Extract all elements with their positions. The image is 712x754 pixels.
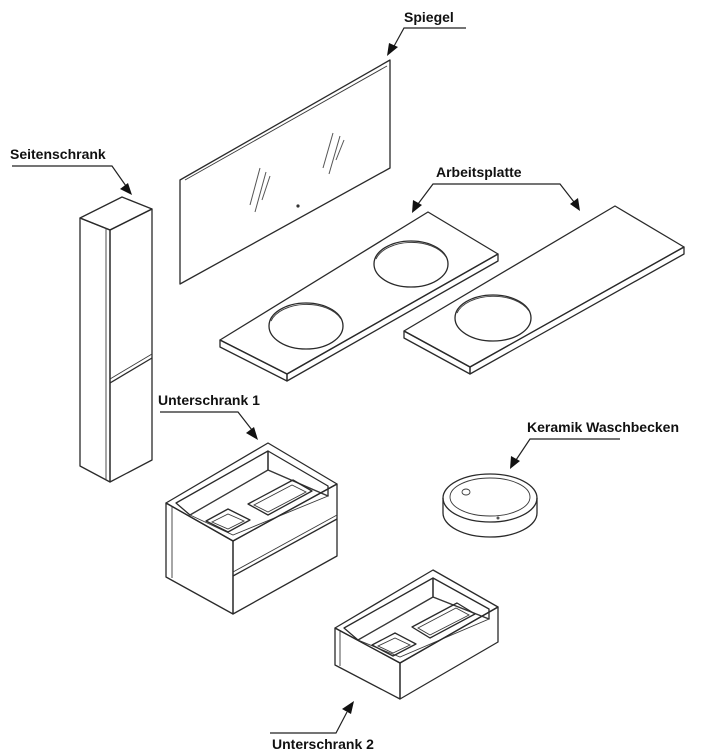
arrowhead-icon [246, 427, 258, 440]
countertop-callout: Arbeitsplatte [412, 164, 580, 213]
mirror-callout: Spiegel [387, 9, 466, 56]
side-cabinet [79, 196, 153, 483]
side-cabinet-callout: Seitenschrank [10, 146, 132, 195]
arrowhead-icon [412, 200, 422, 213]
countertop-right [403, 205, 685, 375]
base-cabinet-1-label: Unterschrank 1 [158, 392, 260, 408]
arrowhead-icon [510, 456, 520, 469]
mirror [179, 59, 391, 285]
side-cabinet-label: Seitenschrank [10, 146, 106, 162]
base-cabinet-2-label: Unterschrank 2 [272, 736, 374, 752]
arrowhead-icon [120, 183, 132, 195]
ceramic-basin-callout: Keramik Waschbecken [510, 419, 679, 469]
mirror-reflection-marks [249, 132, 345, 213]
base-cabinet-1-callout: Unterschrank 1 [158, 392, 260, 440]
arrowhead-icon [387, 43, 398, 56]
countertop-label: Arbeitsplatte [436, 164, 522, 180]
ceramic-basin [442, 473, 538, 538]
base-cabinet-1 [165, 442, 338, 615]
arrowhead-icon [570, 198, 580, 211]
countertop-left [219, 211, 499, 382]
base-cabinet-2-callout: Unterschrank 2 [270, 701, 374, 752]
base-cabinet-2 [334, 569, 499, 700]
mirror-label: Spiegel [404, 9, 454, 25]
arrowhead-icon [342, 701, 354, 714]
ceramic-basin-label: Keramik Waschbecken [527, 419, 679, 435]
